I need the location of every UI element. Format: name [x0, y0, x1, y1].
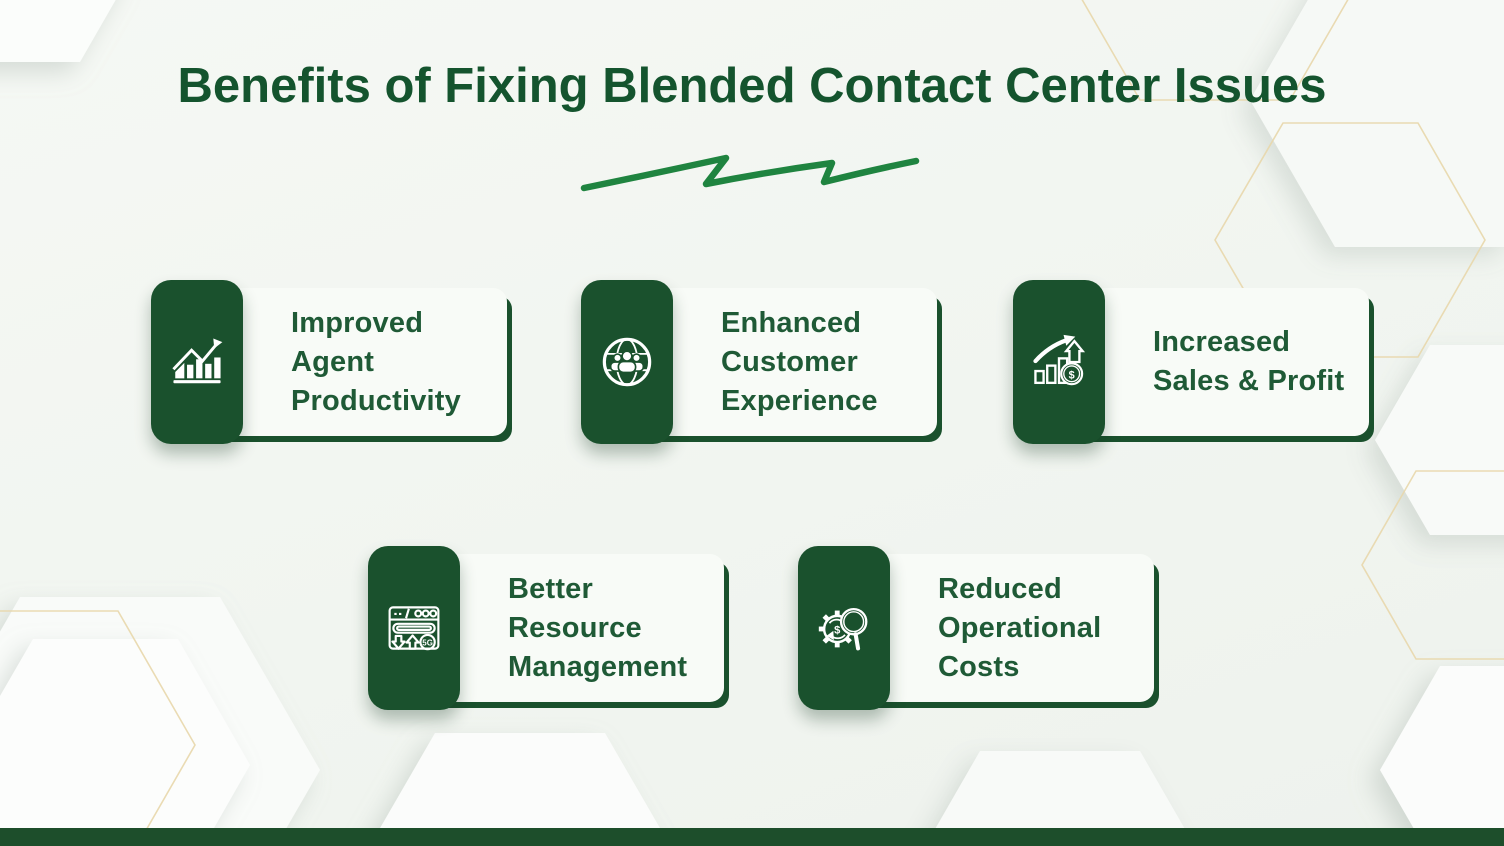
- icon-tile: 5G: [368, 546, 460, 710]
- globe-customers-icon: [602, 337, 652, 387]
- benefit-card-reduced-operational-costs: $ Reduced Operational Costs: [798, 546, 1154, 710]
- benefit-label-wrap: Improved Agent Productivity: [291, 288, 499, 436]
- footer-bar: [0, 828, 1504, 846]
- card-surface: [193, 288, 507, 436]
- page-title: Benefits of Fixing Blended Contact Cente…: [177, 59, 1327, 113]
- cost-optimization-magnifier-icon: $: [818, 607, 868, 651]
- benefit-label: Increased Sales & Profit: [1153, 326, 1345, 397]
- browser-5g-badge: 5G: [422, 638, 433, 647]
- gear-dollar-glyph: $: [834, 624, 841, 636]
- benefit-label: Better Resource Management: [508, 572, 688, 683]
- benefit-label: Improved Agent Productivity: [291, 306, 461, 417]
- icon-tile: $: [798, 546, 890, 710]
- benefit-label-wrap: Reduced Operational Costs: [938, 554, 1146, 702]
- title-underline-squiggle-icon: [580, 154, 920, 192]
- benefit-card-better-resource-management: 5G Better Resource Management: [368, 546, 724, 710]
- benefit-label-wrap: Better Resource Management: [508, 554, 716, 702]
- card-surface: [1055, 288, 1369, 436]
- benefit-card-improved-agent-productivity: Improved Agent Productivity: [151, 280, 507, 444]
- card-surface: [623, 288, 937, 436]
- benefit-label-wrap: Enhanced Customer Experience: [721, 288, 929, 436]
- icon-tile: [151, 280, 243, 444]
- coin-dollar-glyph: $: [1069, 369, 1075, 381]
- benefit-card-enhanced-customer-experience: Enhanced Customer Experience: [581, 280, 937, 444]
- benefit-label: Enhanced Customer Experience: [721, 306, 878, 417]
- card-surface: [410, 554, 724, 702]
- benefit-label: Reduced Operational Costs: [938, 572, 1102, 683]
- bar-chart-growth-icon: [172, 338, 223, 384]
- card-surface: [840, 554, 1154, 702]
- icon-tile: [581, 280, 673, 444]
- icon-tile: $: [1013, 280, 1105, 444]
- browser-resource-icon: 5G: [388, 606, 440, 651]
- benefit-card-increased-sales-profit: $ Increased Sales & Profit: [1013, 280, 1369, 444]
- sales-growth-dollar-icon: $: [1033, 334, 1086, 386]
- benefit-label-wrap: Increased Sales & Profit: [1153, 288, 1361, 436]
